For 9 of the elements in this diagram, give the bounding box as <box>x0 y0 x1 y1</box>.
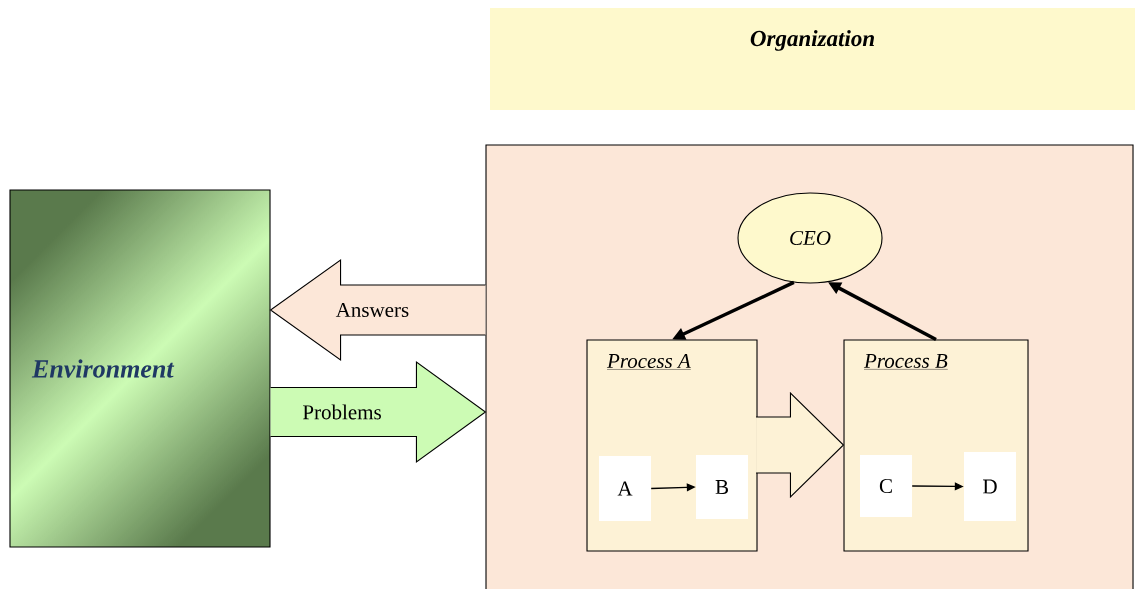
step-box: B <box>696 455 748 519</box>
block-arrow <box>269 258 486 362</box>
step-box: D <box>964 452 1016 521</box>
block-arrow <box>755 391 845 499</box>
step-box: A <box>599 456 651 521</box>
block-arrow <box>270 360 487 464</box>
title-band: Organization <box>490 8 1135 110</box>
environment-box: Environment <box>9 189 271 548</box>
step-box: C <box>860 455 912 517</box>
